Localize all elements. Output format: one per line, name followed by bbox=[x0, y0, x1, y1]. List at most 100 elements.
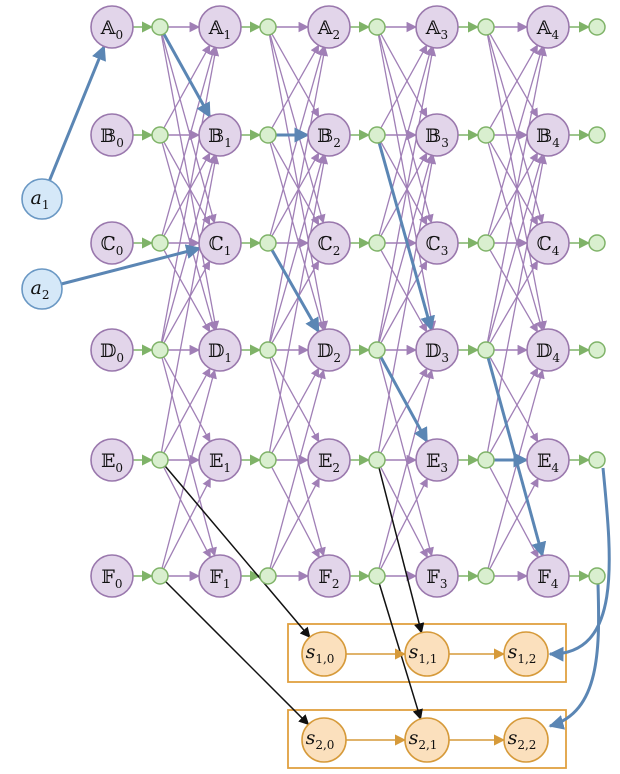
output-node-circle bbox=[301, 631, 347, 677]
readout-edge bbox=[378, 467, 425, 634]
state-node-index: 0 bbox=[116, 244, 124, 258]
state-node: 𝔻0 bbox=[90, 328, 134, 372]
state-node-index: 3 bbox=[441, 351, 449, 365]
state-node-label: 𝔹3 bbox=[425, 125, 449, 150]
node-label-subscript: 1,1 bbox=[418, 652, 437, 666]
state-node-letter: 𝔼 bbox=[318, 450, 332, 472]
edge-junction-cross bbox=[161, 369, 217, 569]
edge-junction-cross bbox=[378, 154, 434, 343]
state-node-label: 𝔸1 bbox=[208, 17, 231, 42]
state-node: 𝔸3 bbox=[415, 5, 459, 49]
state-node-label: 𝔽0 bbox=[101, 566, 122, 591]
state-node-label: ℂ3 bbox=[426, 233, 449, 258]
state-node-index: 1 bbox=[224, 244, 232, 258]
state-node-letter: 𝔸 bbox=[536, 17, 552, 39]
output-chain-edges bbox=[346, 648, 506, 746]
state-node-index: 1 bbox=[224, 351, 232, 365]
output-node-circle bbox=[503, 717, 549, 763]
junction-node bbox=[151, 341, 169, 359]
state-node-index: 3 bbox=[441, 244, 449, 258]
state-node-letter: 𝔼 bbox=[101, 450, 115, 472]
edge-junction-cross bbox=[163, 44, 211, 129]
state-node-letter: 𝔻 bbox=[317, 340, 333, 362]
edge-junction-cross bbox=[271, 367, 320, 454]
node-label-main: s bbox=[306, 727, 316, 749]
state-node-circle bbox=[307, 113, 351, 157]
state-node: ℂ1 bbox=[198, 221, 242, 265]
state-node-circle bbox=[415, 5, 459, 49]
node-label-subscript: 2,0 bbox=[315, 738, 334, 752]
edge-junction-cross bbox=[487, 142, 545, 331]
edge-junction-cross bbox=[271, 466, 320, 559]
edge-junction-cross bbox=[163, 152, 211, 237]
state-node: 𝔹4 bbox=[526, 113, 570, 157]
edge-junction-cross bbox=[380, 44, 428, 129]
state-node-circle bbox=[307, 221, 351, 265]
junction-node bbox=[477, 126, 495, 144]
state-node-label: 𝔼2 bbox=[318, 450, 340, 475]
highlighted-edge bbox=[377, 142, 435, 332]
state-node-letter: 𝔻 bbox=[536, 340, 552, 362]
edge-junction-cross bbox=[271, 141, 320, 226]
edge-junction-cross bbox=[489, 477, 539, 570]
state-node-circle bbox=[526, 438, 570, 482]
readout-edge bbox=[164, 465, 311, 639]
junction-node bbox=[368, 234, 386, 252]
state-node-label: 𝔽2 bbox=[318, 566, 339, 591]
node-label-subscript: 2,2 bbox=[517, 738, 536, 752]
node-label-subscript: 2 bbox=[42, 288, 50, 302]
junction-node bbox=[259, 451, 277, 469]
state-node-circle bbox=[90, 5, 134, 49]
junction-node bbox=[259, 341, 277, 359]
input-node: a2 bbox=[21, 268, 63, 310]
state-node-label: 𝔼3 bbox=[426, 450, 448, 475]
node-label-main: a bbox=[31, 187, 42, 209]
junction-node bbox=[368, 451, 386, 469]
edge-junction-cross bbox=[380, 152, 428, 237]
state-node-letter: 𝔼 bbox=[537, 450, 551, 472]
state-node: 𝔼4 bbox=[526, 438, 570, 482]
state-node-letter: 𝔸 bbox=[317, 17, 333, 39]
junction-node bbox=[151, 18, 169, 36]
node-label: a2 bbox=[31, 277, 50, 302]
state-node: ℂ3 bbox=[415, 221, 459, 265]
junction-node bbox=[588, 567, 606, 585]
horizontal-edges bbox=[133, 21, 591, 582]
junction-node bbox=[151, 126, 169, 144]
state-node-label: 𝔸0 bbox=[100, 17, 123, 42]
edge-junction-cross bbox=[160, 46, 220, 343]
state-node-letter: 𝔸 bbox=[100, 17, 116, 39]
state-node: 𝔽3 bbox=[415, 554, 459, 598]
state-node-index: 1 bbox=[224, 28, 232, 42]
state-node-label: 𝔽4 bbox=[537, 566, 559, 591]
node-label: s1,0 bbox=[306, 641, 335, 666]
output-node-circle bbox=[404, 631, 450, 677]
state-node-circle bbox=[415, 328, 459, 372]
state-node-label: 𝔽1 bbox=[209, 566, 230, 591]
state-node-letter: 𝔻 bbox=[208, 340, 224, 362]
state-node-letter: 𝔽 bbox=[318, 566, 332, 588]
edge-junction-cross bbox=[489, 33, 539, 118]
state-node: 𝔻4 bbox=[526, 328, 570, 372]
input-node: a1 bbox=[21, 178, 63, 220]
junction-node bbox=[151, 234, 169, 252]
state-node-letter: 𝔼 bbox=[209, 450, 223, 472]
state-node-index: 0 bbox=[115, 461, 123, 475]
junction-node bbox=[259, 567, 277, 585]
state-node-circle bbox=[415, 221, 459, 265]
state-node-index: 1 bbox=[224, 136, 232, 150]
edge-junction-cross bbox=[160, 154, 220, 453]
state-node: 𝔽1 bbox=[198, 554, 242, 598]
cross-edges bbox=[160, 21, 547, 582]
state-node-letter: ℂ bbox=[101, 233, 116, 255]
edge-junction-cross bbox=[489, 466, 539, 559]
state-node-index: 4 bbox=[552, 136, 560, 150]
node-label-subscript: 1,2 bbox=[517, 652, 536, 666]
state-node-label: 𝔼0 bbox=[101, 450, 123, 475]
edge-junction-cross bbox=[271, 356, 320, 443]
state-node-label: 𝔹4 bbox=[536, 125, 560, 150]
edge-junction-cross bbox=[377, 154, 437, 453]
edge-junction-cross bbox=[380, 141, 428, 226]
edge-junction-cross bbox=[163, 477, 211, 570]
